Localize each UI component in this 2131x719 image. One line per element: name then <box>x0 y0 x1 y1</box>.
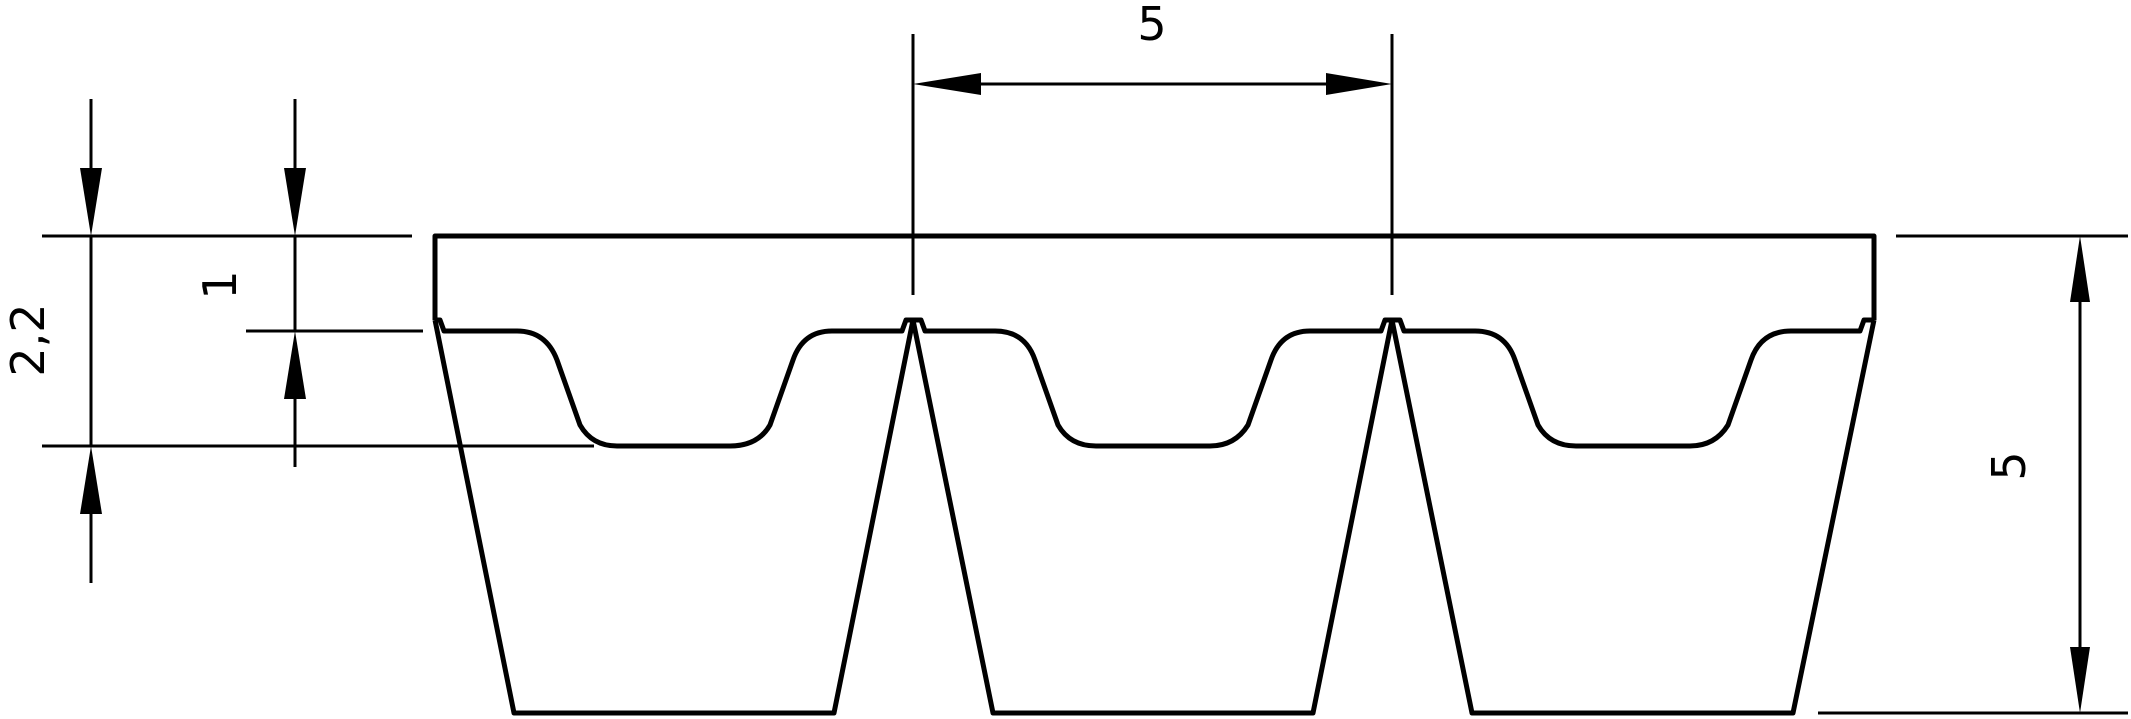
v-rib-1 <box>432 319 916 716</box>
rib-depth-dimension-label: 2,2 <box>1 303 55 376</box>
top-offset-arrow-bottom <box>284 331 306 399</box>
top-offset-dimension-label: 1 <box>193 270 247 299</box>
v-rib-2 <box>910 319 1395 716</box>
v-rib-3 <box>1389 319 1877 716</box>
pitch-dimension: 5 <box>911 0 1394 295</box>
pitch-arrow-right <box>1326 73 1392 95</box>
pitch-dimension-label: 5 <box>1137 0 1166 51</box>
belt-profile <box>432 233 1877 716</box>
top-offset-arrow-top <box>284 168 306 236</box>
pitch-arrow-left <box>913 73 981 95</box>
belt-tooth-profile <box>435 317 1874 449</box>
rib-depth-arrow-top <box>80 168 102 236</box>
height-dimension: 5 <box>1818 234 2128 715</box>
height-dimension-label: 5 <box>1982 451 2036 480</box>
rib-depth-arrow-bottom <box>80 446 102 514</box>
belt-back-outline <box>432 233 1877 320</box>
height-arrow-top <box>2070 236 2090 302</box>
height-arrow-bottom <box>2070 647 2090 713</box>
top-offset-dimension: 1 <box>193 99 423 467</box>
rib-depth-dimension: 2,2 <box>1 99 594 583</box>
